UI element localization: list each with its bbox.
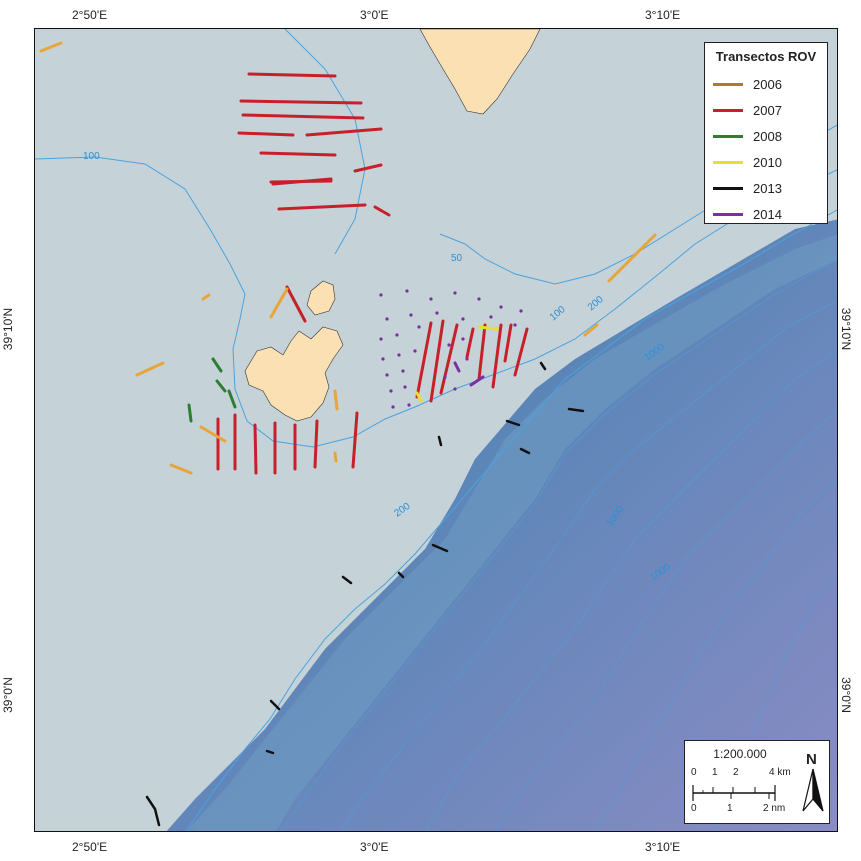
transects-2014 — [453, 361, 485, 387]
bathymetry-map: 100 50 100 200 200 1000 1000 1000 — [35, 29, 837, 831]
scale-nm-label: 0 — [691, 803, 697, 814]
legend-label: 2013 — [753, 180, 782, 196]
right-tick-label: 39°0'N — [838, 677, 853, 713]
top-tick-label: 2°50'E — [72, 8, 108, 22]
transects-2007-south — [216, 285, 359, 475]
legend-label: 2010 — [753, 154, 782, 170]
legend-swatch — [713, 212, 743, 216]
legend-swatch — [713, 82, 743, 86]
main-island — [244, 326, 344, 422]
scale-km-label: 2 — [733, 767, 739, 778]
map-frame[interactable]: 100 50 100 200 200 1000 1000 1000 — [34, 28, 838, 832]
islet-north — [306, 280, 336, 316]
scale-km-label: 4 km — [769, 767, 791, 778]
left-tick-label: 39°10'N — [1, 307, 16, 351]
left-tick-label: 39°0'N — [0, 677, 15, 713]
legend-item-2014: 2014 — [713, 205, 782, 223]
transects-2007-east — [415, 319, 529, 403]
legend: Transectos ROV 2006 2007 2008 2010 2013 … — [704, 42, 828, 224]
bottom-tick-label: 3°0'E — [360, 840, 389, 854]
north-arrow-icon — [802, 768, 814, 812]
transects-2010 — [415, 325, 499, 403]
legend-title: Transectos ROV — [715, 49, 817, 64]
scale-bar — [692, 768, 824, 812]
transects-2013 — [145, 361, 585, 827]
legend-item-2013: 2013 — [713, 179, 782, 197]
points-2014 — [379, 289, 523, 409]
north-land — [419, 29, 541, 115]
bottom-tick-label: 3°10'E — [645, 840, 681, 854]
scale-ratio: 1:200.000 — [713, 747, 767, 761]
legend-swatch — [713, 186, 743, 190]
legend-item-2006: 2006 — [713, 75, 782, 93]
contour-label-50: 50 — [451, 253, 463, 264]
top-tick-label: 3°10'E — [645, 8, 681, 22]
scale-nm-label: 1 — [727, 803, 733, 814]
scale-box: 1:200.000 0 1 2 4 km N 0 1 2 nm — [684, 740, 830, 824]
legend-item-2010: 2010 — [713, 153, 782, 171]
transects-2006 — [39, 41, 657, 475]
scale-km-label: 1 — [712, 767, 718, 778]
legend-label: 2007 — [753, 102, 782, 118]
north-label: N — [806, 751, 817, 768]
scale-km-label: 0 — [691, 767, 697, 778]
legend-label: 2006 — [753, 76, 782, 92]
legend-item-2008: 2008 — [713, 127, 782, 145]
scale-nm-label: 2 nm — [763, 803, 786, 814]
legend-swatch — [713, 108, 743, 112]
legend-swatch — [713, 160, 743, 164]
legend-label: 2008 — [753, 128, 782, 144]
legend-label: 2014 — [753, 206, 782, 222]
top-tick-label: 3°0'E — [360, 8, 389, 22]
legend-item-2007: 2007 — [713, 101, 782, 119]
transects-2008 — [187, 357, 237, 423]
bottom-tick-label: 2°50'E — [72, 840, 108, 854]
legend-swatch — [713, 134, 743, 138]
transects-2007-north — [237, 72, 391, 217]
contour-label-100: 100 — [83, 151, 100, 162]
right-tick-label: 39°10'N — [839, 307, 854, 351]
